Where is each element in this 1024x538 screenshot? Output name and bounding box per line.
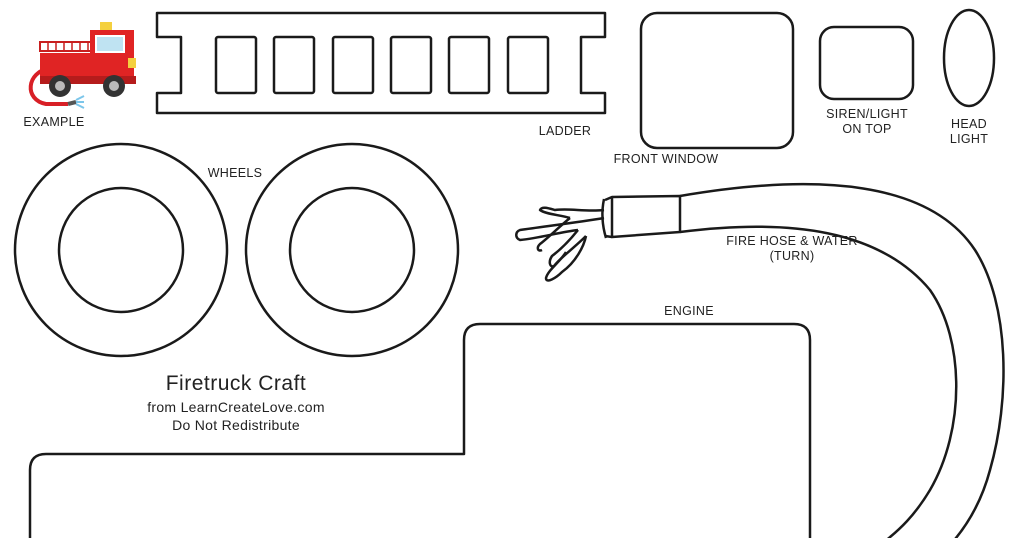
wheels-label: WHEELS [207, 166, 263, 180]
fire-hose-shape [515, 182, 1005, 538]
redistribution-notice: Do Not Redistribute [172, 417, 300, 433]
siren-shape [818, 25, 915, 101]
siren-label-line1: SIREN/LIGHT [826, 107, 908, 121]
fire-hose-label-line1: FIRE HOSE & WATER [726, 234, 858, 248]
craft-title: Firetruck Craft [165, 372, 307, 395]
engine-label: ENGINE [664, 304, 714, 318]
example-firetruck-icon [28, 22, 136, 109]
ladder-label: LADDER [538, 124, 592, 138]
ladder-shape [155, 11, 607, 115]
head-light-label-line1: HEAD [951, 117, 987, 131]
fire-hose-label-line2: (TURN) [769, 249, 815, 263]
engine-shape [28, 322, 812, 538]
head-light-label-line2: LIGHT [949, 132, 989, 146]
wheel-shape-left [13, 142, 229, 358]
front-window-label: FRONT WINDOW [613, 152, 719, 166]
wheel-shape-right [244, 142, 460, 358]
siren-label-line2: ON TOP [842, 122, 892, 136]
front-window-shape [639, 11, 795, 150]
head-light-shape [942, 8, 996, 108]
credit-source: from LearnCreateLove.com [147, 399, 325, 415]
example-label: EXAMPLE [23, 115, 85, 129]
